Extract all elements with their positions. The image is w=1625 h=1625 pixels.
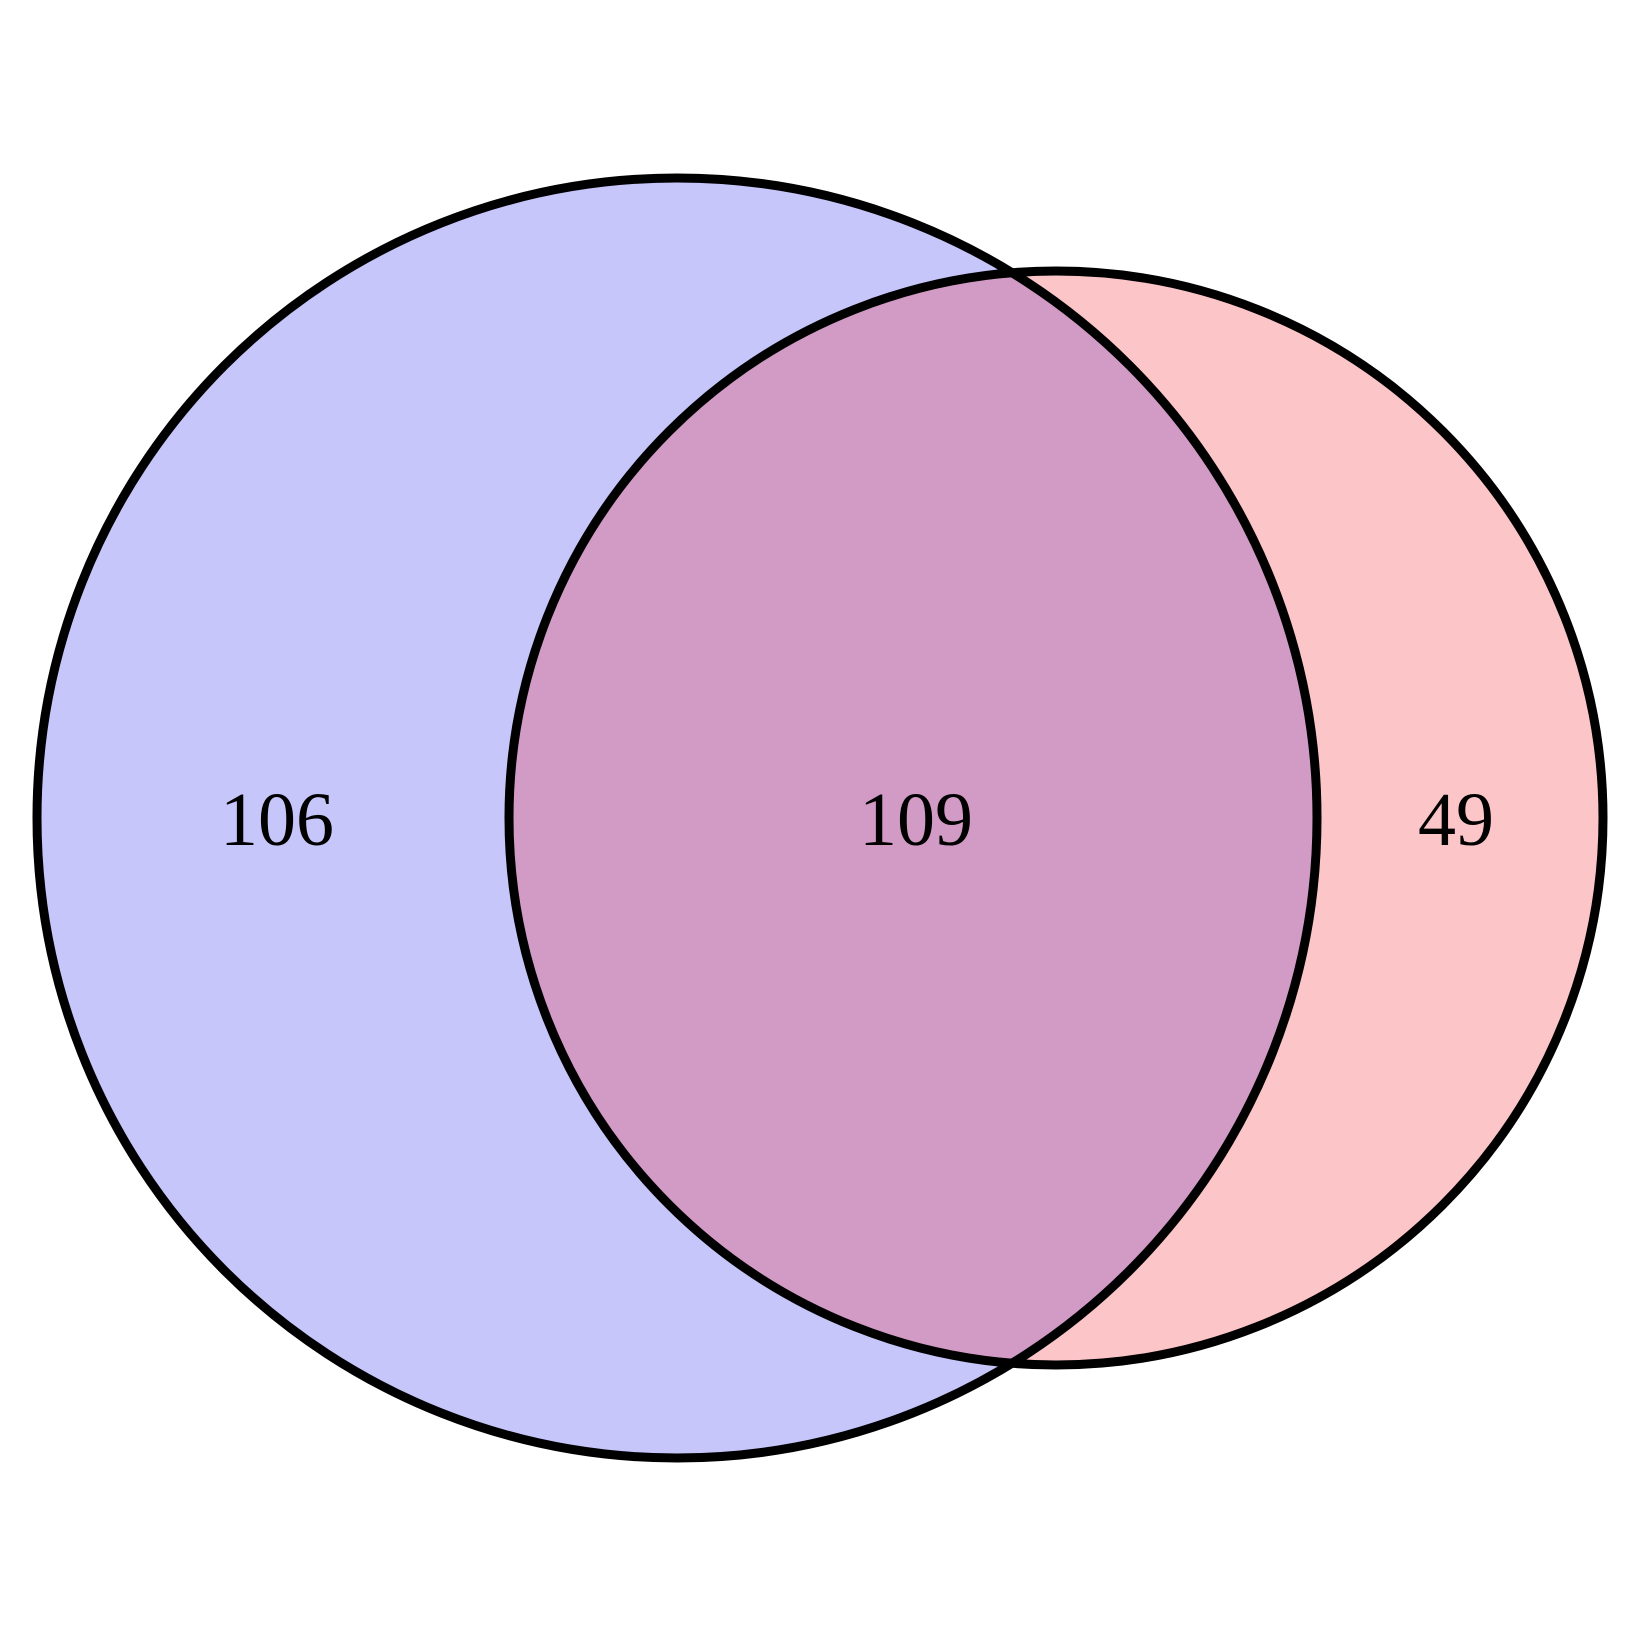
- left-only-count: 106: [220, 778, 334, 862]
- intersection-count: 109: [859, 778, 973, 862]
- overlap-region: [509, 271, 1317, 1365]
- left-set-circle-outline: [32, 173, 1322, 1463]
- right-only-count: 49: [1418, 778, 1494, 862]
- right-set-circle-outline: [504, 266, 1608, 1370]
